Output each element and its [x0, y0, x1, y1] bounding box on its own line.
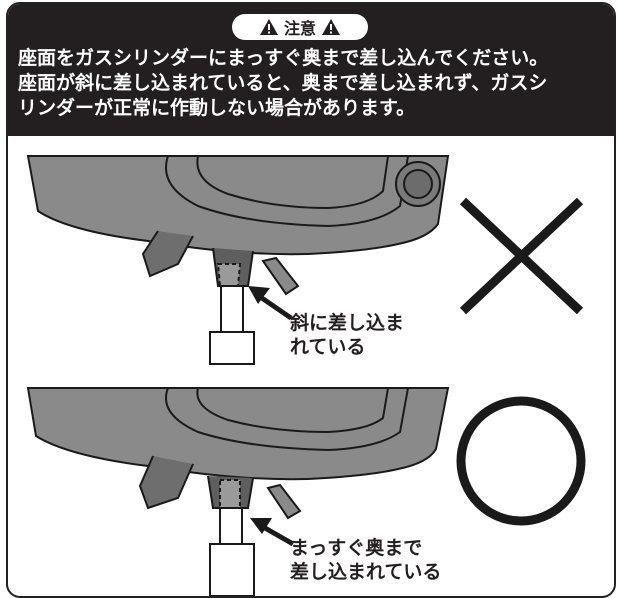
warning-triangle-icon: [259, 19, 278, 35]
callout-line: れている: [290, 336, 366, 358]
callout-line: 差し込まれている: [290, 561, 442, 583]
circle-mark-icon: [456, 396, 586, 526]
caution-label: 注意: [283, 19, 316, 38]
caution-badge: 注意: [232, 14, 368, 40]
message-line: 座面をガスシリンダーにまっすぐ奥まで差し込んでください。: [18, 47, 549, 69]
incorrect-callout: 斜に差し込ま れている: [290, 311, 404, 359]
callout-line: 斜に差し込ま: [290, 312, 405, 334]
caution-header: 注意 座面をガスシリンダーにまっすぐ奥まで差し込んでください。 座面が斜に差し込…: [8, 4, 614, 136]
correct-insertion-illustration: [26, 387, 450, 596]
caution-message: 座面をガスシリンダーにまっすぐ奥まで差し込んでください。 座面が斜に差し込まれて…: [18, 46, 608, 121]
caution-card: 注意 座面をガスシリンダーにまっすぐ奥まで差し込んでください。 座面が斜に差し込…: [6, 2, 616, 598]
warning-triangle-icon: [322, 19, 340, 35]
illustration-area: 斜に差し込ま れている まっすぐ奥まで 差し込まれている: [8, 136, 614, 596]
callout-line: まっすぐ奥まで: [290, 537, 423, 559]
cross-mark-icon: [459, 197, 584, 315]
correct-callout: まっすぐ奥まで 差し込まれている: [290, 536, 441, 584]
message-line: リンダーが正常に作動しない場合があります。: [18, 97, 416, 119]
incorrect-insertion-illustration: [26, 155, 450, 365]
message-line: 座面が斜に差し込まれていると、奥まで差し込まれず、ガスシ: [18, 72, 548, 94]
chair-seat-illustration: [26, 155, 586, 596]
